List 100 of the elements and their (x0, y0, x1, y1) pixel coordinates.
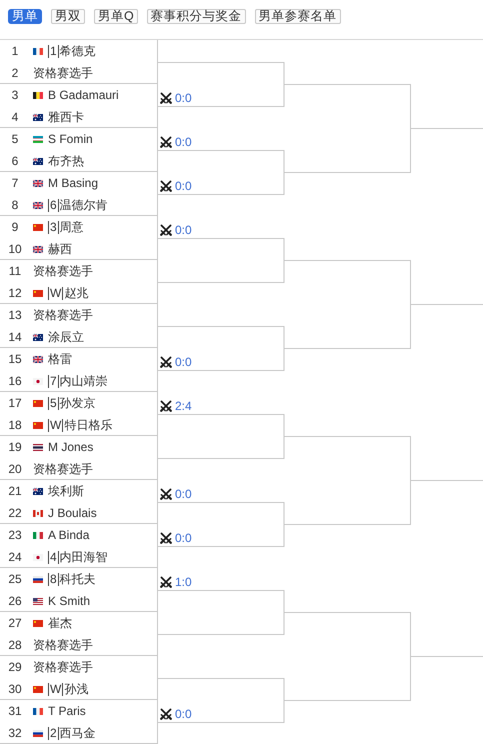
row-number: 18 (7, 418, 23, 432)
bracket-line (157, 106, 284, 107)
row-number: 6 (10, 154, 20, 168)
score: 0:0 (175, 223, 192, 237)
player-name: 内田海智 (60, 550, 108, 564)
seed-number: W (48, 286, 64, 300)
bracket-line (157, 502, 284, 503)
player-name: 雅西卡 (48, 110, 84, 124)
row-number: 2 (10, 66, 20, 80)
bracket-line (157, 590, 284, 591)
match-box (0, 172, 158, 216)
match-box (0, 84, 158, 128)
match-box (0, 40, 158, 84)
row-number: 25 (7, 572, 23, 586)
bracket-line (284, 700, 411, 701)
row-number: 31 (7, 704, 23, 718)
bracket-line (157, 678, 284, 679)
row-number: 14 (7, 330, 23, 344)
row-number: 26 (7, 594, 23, 608)
match-box (0, 260, 158, 304)
player-name: 内山靖崇 (60, 374, 108, 388)
bracket-line (284, 84, 411, 85)
score: 1:0 (175, 575, 192, 589)
match-box (0, 524, 158, 568)
score: 2:4 (175, 399, 192, 413)
player-name: 布齐热 (48, 154, 84, 168)
seed-number: 7 (48, 374, 59, 388)
player-name: 孙发京 (60, 396, 96, 410)
bracket-line (157, 414, 284, 415)
row-number: 15 (7, 352, 23, 366)
row-number: 11 (8, 264, 22, 278)
player-name: 周意 (60, 220, 84, 234)
match-box (0, 436, 158, 480)
tab: 男单参赛名单 (254, 9, 341, 24)
score: 0:0 (175, 135, 192, 149)
row-number: 3 (10, 88, 20, 102)
row-number: 30 (7, 682, 23, 696)
row-number: 24 (7, 550, 23, 564)
seed-number: W (48, 682, 64, 696)
score: 0:0 (175, 91, 192, 105)
player-name: 希德克 (60, 44, 96, 58)
player-name: K Smith (48, 594, 90, 608)
row-number: 16 (7, 374, 23, 388)
seed-number: 5 (48, 396, 59, 410)
player-name: A Binda (48, 528, 90, 542)
row-number: 7 (10, 176, 20, 190)
match-box (0, 700, 158, 744)
row-number: 22 (7, 506, 23, 520)
bracket-line (410, 480, 483, 481)
bracket-line (157, 238, 284, 239)
match-box (0, 304, 158, 348)
row-number: 12 (7, 286, 23, 300)
match-box (0, 128, 158, 172)
seed-number: 2 (48, 726, 59, 740)
row-number: 4 (10, 110, 20, 124)
player-name: M Basing (48, 176, 98, 190)
seed-number: W (48, 418, 64, 432)
bracket-line (157, 634, 284, 635)
tab: 赛事积分与奖金 (146, 9, 246, 24)
row-number: 5 (10, 132, 20, 146)
score: 0:0 (175, 531, 192, 545)
player-name: 资格赛选手 (33, 638, 93, 652)
player-name: 赵兆 (64, 286, 88, 300)
row-number: 21 (7, 484, 23, 498)
player-name: 西马金 (60, 726, 96, 740)
bracket-line (284, 524, 411, 525)
match-box (0, 568, 158, 612)
bracket-line (284, 348, 411, 349)
player-name: J Boulais (48, 506, 97, 520)
seed-number: 3 (48, 220, 59, 234)
player-name: 赫西 (48, 242, 72, 256)
row-number: 23 (7, 528, 23, 542)
match-box (0, 612, 158, 656)
tab: 男单Q (94, 9, 138, 24)
player-name: S Fomin (48, 132, 93, 146)
player-name: 温德尔肯 (60, 198, 108, 212)
row-number: 9 (10, 220, 20, 234)
score: 0:0 (175, 179, 192, 193)
match-box (0, 480, 158, 524)
match-box (0, 392, 158, 436)
player-name: 资格赛选手 (33, 462, 93, 476)
match-box (0, 348, 158, 392)
player-name: 涂辰立 (48, 330, 84, 344)
row-number: 19 (7, 440, 23, 454)
bracket-line (410, 656, 483, 657)
seed-number: 1 (48, 44, 59, 58)
row-number: 29 (7, 660, 23, 674)
row-number: 20 (7, 462, 23, 476)
player-name: M Jones (48, 440, 94, 454)
bracket-line (284, 260, 411, 261)
player-name: 资格赛选手 (33, 264, 93, 278)
match-box (0, 656, 158, 700)
player-name: 资格赛选手 (33, 308, 93, 322)
bracket-line (157, 722, 284, 723)
row-number: 13 (7, 308, 23, 322)
seed-number: 6 (48, 198, 59, 212)
bracket-line (284, 612, 411, 613)
player-name: 资格赛选手 (33, 66, 93, 80)
bracket-line (157, 282, 284, 283)
bracket-line (157, 150, 284, 151)
